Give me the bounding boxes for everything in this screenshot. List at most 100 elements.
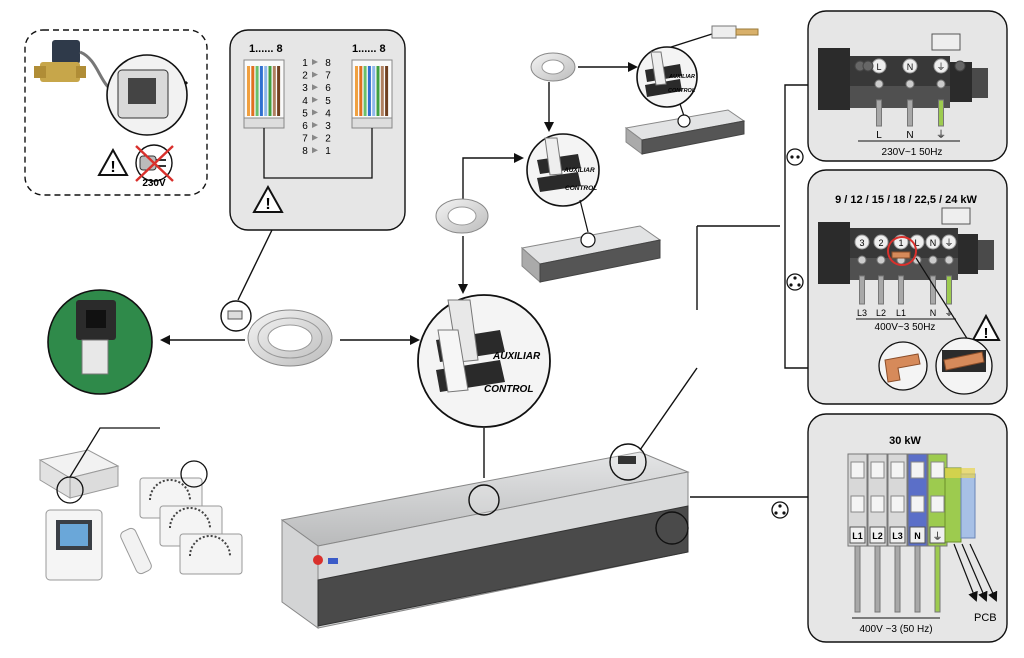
terminal-hole — [876, 255, 886, 265]
pin-to: 1 — [325, 146, 331, 157]
rj45-wire — [247, 66, 250, 116]
three-phase-power-title: 9 / 12 / 15 / 18 / 22,5 / 24 kW — [835, 194, 977, 206]
rj45-connector-right — [351, 59, 393, 148]
terminal-hole — [905, 79, 915, 89]
auxiliar-label: AUXILIAR — [563, 167, 595, 174]
rj45-left-pin-label: 1...... 8 — [249, 43, 283, 55]
terminal-clamp — [850, 495, 865, 513]
jumper-bridge-zoom — [878, 341, 928, 391]
rj45-wire — [272, 66, 276, 116]
control-label: CONTROL — [668, 88, 696, 94]
rj45-wire — [355, 66, 358, 116]
supply-wire — [874, 545, 881, 613]
supply-wire — [907, 99, 913, 127]
pin-from: 1 — [302, 58, 308, 69]
warning-icon — [97, 147, 129, 176]
supply-wire — [859, 275, 865, 305]
pcb-socket-zoom — [47, 289, 153, 395]
svg-text:!: ! — [265, 196, 270, 213]
valve-panel: ! 230V — [24, 29, 208, 196]
pin-to: 4 — [325, 108, 331, 119]
pin-arrow-icon — [312, 122, 318, 128]
supply-symbols — [771, 148, 804, 519]
single-phase-symbol-icon — [786, 148, 804, 166]
control-accessories — [38, 427, 243, 581]
svg-text:!: ! — [984, 325, 989, 342]
wire-label: L2 — [876, 308, 886, 318]
pin-to: 7 — [325, 71, 331, 82]
terminal-label: 2 — [878, 238, 883, 248]
kw30-power-title: 30 kW — [889, 435, 921, 447]
earth-icon: ⏚ — [944, 308, 953, 319]
terminal-label: L2 — [872, 531, 883, 541]
supply-wire — [938, 99, 944, 127]
bridge-highlight-circle — [887, 236, 917, 266]
pin-from: 4 — [302, 96, 308, 107]
rj45-wire — [380, 66, 384, 116]
connection-lines — [160, 33, 808, 498]
terminal-clamp — [930, 461, 945, 479]
pin-from: 6 — [302, 121, 308, 132]
terminal-screw — [854, 234, 870, 250]
auxiliar-label: AUXILIAR — [492, 351, 541, 362]
terminal-screw — [909, 234, 925, 250]
pin-from: 3 — [302, 83, 308, 94]
pcb-label: PCB — [974, 612, 997, 624]
terminal-label: L1 — [852, 531, 863, 541]
terminal-tag — [909, 526, 926, 544]
wire-label: L3 — [857, 308, 867, 318]
mid-connector-zoom: AUXILIAR CONTROL — [526, 133, 600, 233]
pin-from: 8 — [302, 146, 308, 157]
earth-icon: ⏚ — [933, 531, 943, 543]
rj45-wire — [363, 66, 367, 116]
supply-wire — [898, 275, 904, 305]
wire-label: L — [876, 130, 882, 141]
rj45-right-pin-label: 1...... 8 — [352, 43, 386, 55]
remote-control — [120, 527, 152, 575]
terminal-screw — [933, 58, 949, 74]
pin-arrow-icon — [312, 147, 318, 154]
supply-wire — [894, 545, 901, 613]
terminal-label: L — [876, 62, 881, 72]
terminal-clamp — [850, 461, 865, 479]
jumper-bridge — [891, 251, 911, 259]
wire-label: N — [930, 308, 937, 318]
three-phase-supply-label: 400V~3 50Hz — [875, 322, 936, 333]
terminal-hole — [857, 255, 867, 265]
warning-icon — [252, 184, 284, 213]
three-phase-symbol-icon — [771, 501, 789, 519]
terminal-label: N — [907, 62, 914, 72]
rj45-wire — [251, 66, 255, 116]
terminal-screw — [954, 60, 966, 72]
rj45-wire — [376, 66, 380, 116]
terminal-hole — [944, 255, 954, 265]
pin-to: 3 — [325, 121, 331, 132]
terminal-clamp — [890, 461, 905, 479]
cable-coil-small — [435, 198, 489, 234]
pin-arrow-icon — [312, 134, 318, 141]
terminal-clamp — [910, 461, 925, 479]
terminal-label: N — [930, 238, 937, 248]
control-port-circle — [468, 484, 500, 516]
valve-voltage-label: 230V — [142, 178, 166, 189]
terminal-hole — [874, 79, 884, 89]
single-phase-supply-label: 230V~1 50Hz — [882, 147, 943, 158]
auxiliar-label: AUXILIAR — [668, 74, 695, 80]
pin-arrow-icon — [312, 84, 318, 91]
terminal-hole — [928, 255, 938, 265]
terminal-clamp — [870, 461, 885, 479]
cable-coil-main — [220, 300, 333, 367]
terminal-clamp — [930, 495, 945, 513]
terminal-hole — [936, 79, 946, 89]
pin-arrow-icon — [312, 109, 318, 116]
rj45-wire — [264, 66, 268, 116]
pin-arrow-icon — [312, 59, 318, 65]
earth-icon: ⏚ — [936, 129, 946, 141]
control-label: CONTROL — [484, 384, 533, 395]
terminal-screw — [862, 60, 874, 72]
terminal-bridge-zoom — [935, 337, 993, 395]
rj45-plug — [711, 25, 759, 39]
terminal-tag — [849, 526, 866, 544]
